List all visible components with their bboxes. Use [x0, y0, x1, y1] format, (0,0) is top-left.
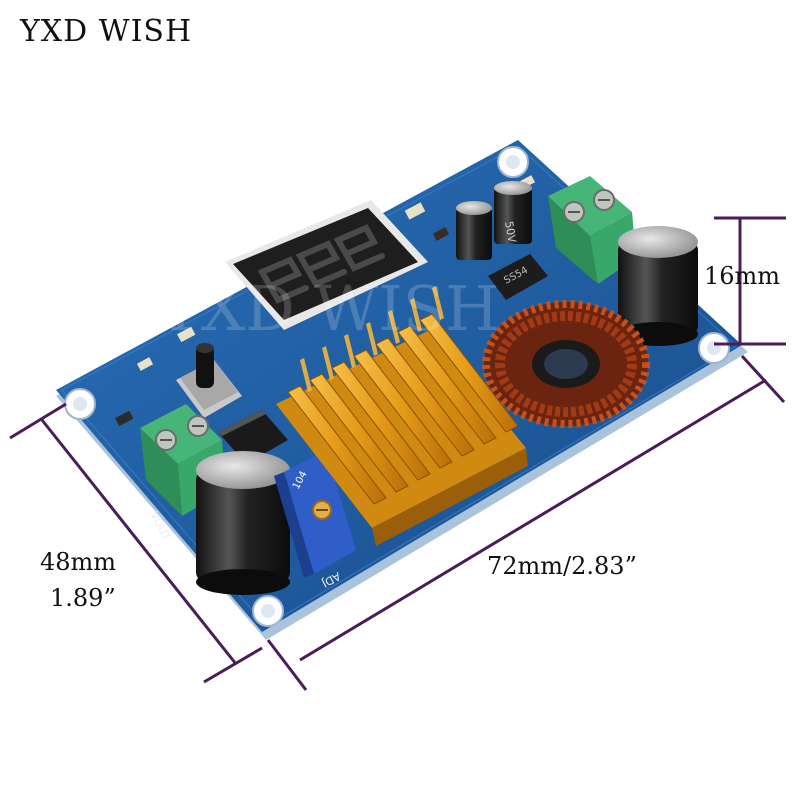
- trim-potentiometer: 104: [274, 450, 356, 578]
- dimension-line-height: [714, 216, 786, 346]
- push-button: [176, 343, 242, 418]
- mounting-hole: [252, 595, 284, 627]
- width-dimension-inch-label: 1.89”: [50, 584, 116, 612]
- display-digit: [257, 256, 309, 304]
- large-capacitor: [196, 451, 290, 595]
- small-capacitor: [456, 201, 492, 260]
- watermark: YXD WISH: [159, 272, 499, 345]
- capacitor-rating: 50V: [502, 220, 519, 244]
- mounting-hole: [698, 332, 730, 364]
- length-dimension-label: 72mm/2.83”: [487, 552, 637, 580]
- mounting-hole: [497, 146, 529, 178]
- seven-segment-display: [225, 200, 428, 330]
- display-digit: [333, 224, 385, 272]
- dimension-line-length: [266, 354, 786, 691]
- mounting-hole: [64, 388, 96, 420]
- schottky-diode: SS54: [488, 254, 548, 300]
- brand-logo: YXD WISH: [20, 14, 193, 49]
- width-dimension-mm-label: 48mm: [40, 548, 117, 576]
- small-capacitor: 50V: [494, 181, 532, 244]
- input-terminal-block: [548, 176, 636, 284]
- heatsink: [276, 286, 528, 546]
- height-dimension-label: 16mm: [704, 262, 781, 290]
- regulator-chip: [218, 410, 288, 464]
- toroid-inductor: [482, 300, 650, 428]
- display-digit: [295, 240, 347, 288]
- smd-components: [115, 175, 536, 427]
- dimension-line-width: [9, 402, 263, 684]
